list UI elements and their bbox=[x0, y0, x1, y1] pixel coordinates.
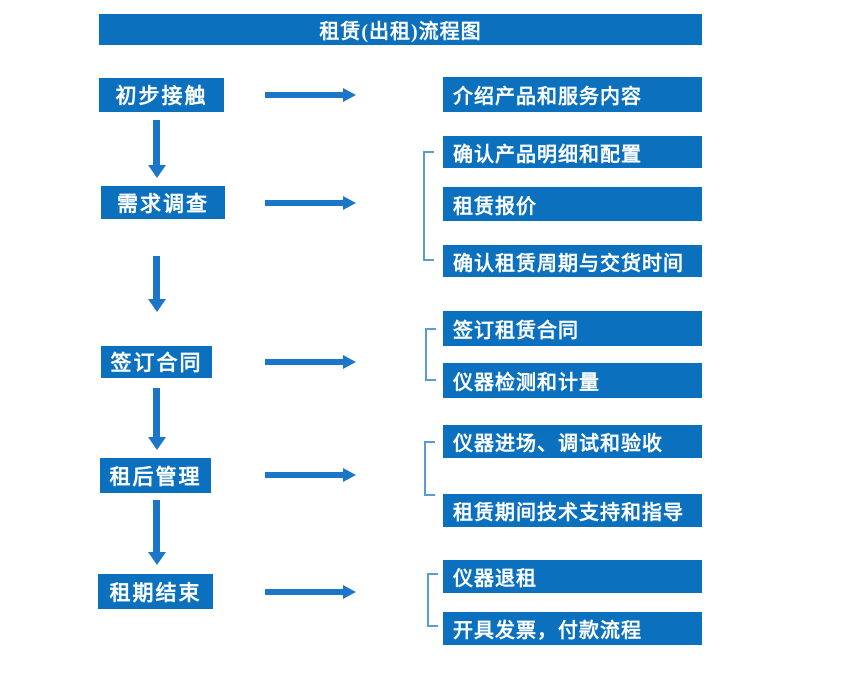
detail-box-instrument-inspection: 仪器检测和计量 bbox=[443, 363, 702, 398]
step-box-initial-contact: 初步接触 bbox=[99, 78, 224, 112]
bracket-connector bbox=[423, 151, 434, 261]
detail-box-technical-support: 租赁期间技术支持和指导 bbox=[443, 494, 702, 527]
detail-box-invoice-payment: 开具发票，付款流程 bbox=[443, 612, 702, 645]
step-box-sign-contract: 签订合同 bbox=[101, 346, 212, 378]
down-arrow-icon bbox=[153, 256, 160, 299]
detail-box-instrument-setup-acceptance: 仪器进场、调试和验收 bbox=[443, 425, 702, 458]
right-arrow-icon bbox=[265, 585, 356, 599]
detail-box-confirm-period-delivery: 确认租赁周期与交货时间 bbox=[443, 245, 702, 277]
detail-box-rental-quote: 租赁报价 bbox=[443, 187, 702, 221]
detail-box-instrument-return: 仪器退租 bbox=[443, 560, 702, 593]
down-arrow-icon bbox=[153, 120, 160, 165]
bracket-connector bbox=[424, 441, 435, 496]
step-box-demand-survey: 需求调查 bbox=[101, 186, 225, 219]
detail-box-sign-rental-contract: 签订租赁合同 bbox=[443, 311, 702, 346]
bracket-connector bbox=[425, 328, 436, 381]
step-box-post-rental-management: 租后管理 bbox=[100, 458, 211, 493]
bracket-connector bbox=[427, 573, 438, 627]
step-box-rental-end: 租期结束 bbox=[98, 574, 213, 609]
detail-box-introduce-products: 介绍产品和服务内容 bbox=[443, 77, 702, 112]
right-arrow-icon bbox=[265, 88, 356, 102]
right-arrow-icon bbox=[265, 355, 356, 369]
down-arrow-icon bbox=[153, 500, 160, 552]
right-arrow-icon bbox=[265, 468, 356, 482]
detail-box-confirm-product-config: 确认产品明细和配置 bbox=[443, 136, 702, 168]
down-arrow-icon bbox=[153, 388, 160, 437]
diagram-title: 租赁(出租)流程图 bbox=[99, 14, 702, 45]
right-arrow-icon bbox=[265, 196, 356, 210]
